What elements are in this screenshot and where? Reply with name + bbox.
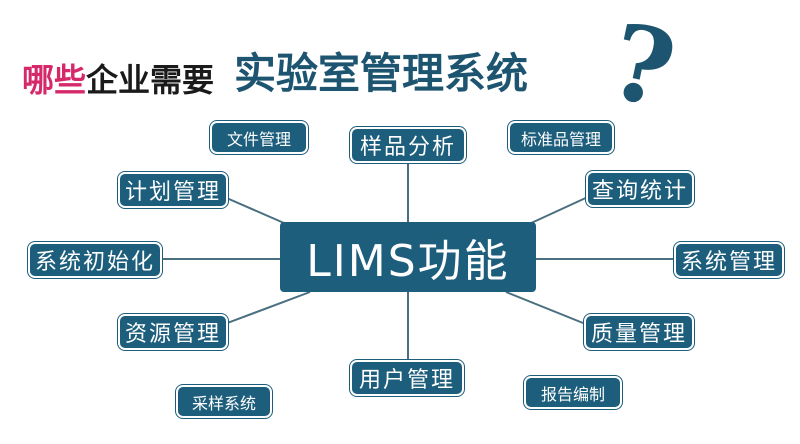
node-user-management: 用户管理	[350, 360, 464, 396]
node-query-statistics: 查询统计	[586, 171, 694, 207]
node-standard-management: 标准品管理	[508, 121, 614, 154]
title-part-enterprises: 企业需要	[86, 61, 215, 99]
node-system-init: 系统初始化	[28, 242, 162, 278]
node-quality-management: 质量管理	[584, 314, 694, 350]
connector-resource-management	[221, 291, 311, 326]
node-resource-management: 资源管理	[118, 314, 228, 350]
node-plan-management: 计划管理	[118, 172, 228, 208]
title-part-lims: 实验室管理系统	[234, 49, 529, 98]
node-system-management: 系统管理	[674, 242, 784, 278]
node-report-preparation: 报告编制	[524, 376, 622, 409]
connector-quality-management	[505, 291, 589, 326]
page-title: 哪些 企业需要 实验室管理系统	[22, 40, 528, 100]
node-sample-analysis: 样品分析	[350, 127, 466, 163]
node-file-management: 文件管理	[210, 121, 308, 154]
center-node-lims: LIMS功能	[280, 222, 536, 292]
node-sampling-system: 采样系统	[176, 385, 272, 418]
title-part-which: 哪些	[22, 61, 87, 99]
